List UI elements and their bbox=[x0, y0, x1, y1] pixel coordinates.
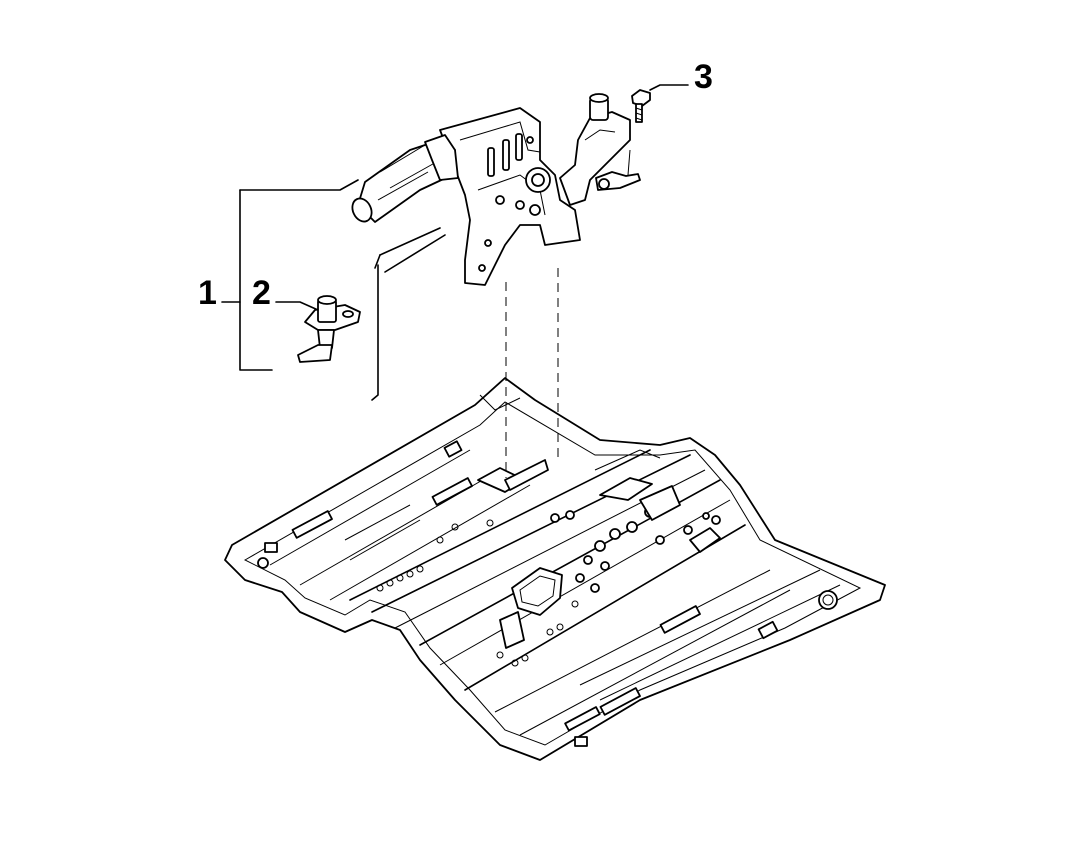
callout-2: 2 bbox=[252, 274, 271, 312]
callout-3: 3 bbox=[694, 58, 713, 96]
leader-lines bbox=[221, 84, 689, 401]
callout-3-label: 3 bbox=[694, 58, 713, 96]
floor-pan bbox=[224, 377, 886, 761]
callout-1: 1 bbox=[198, 274, 217, 312]
callout-1-label: 1 bbox=[198, 274, 217, 312]
callout-2-label: 2 bbox=[252, 274, 271, 312]
alignment-lines bbox=[505, 268, 559, 478]
bolt-part bbox=[631, 89, 651, 123]
clip-part bbox=[297, 295, 361, 363]
handbrake-lever-assembly bbox=[351, 93, 641, 286]
